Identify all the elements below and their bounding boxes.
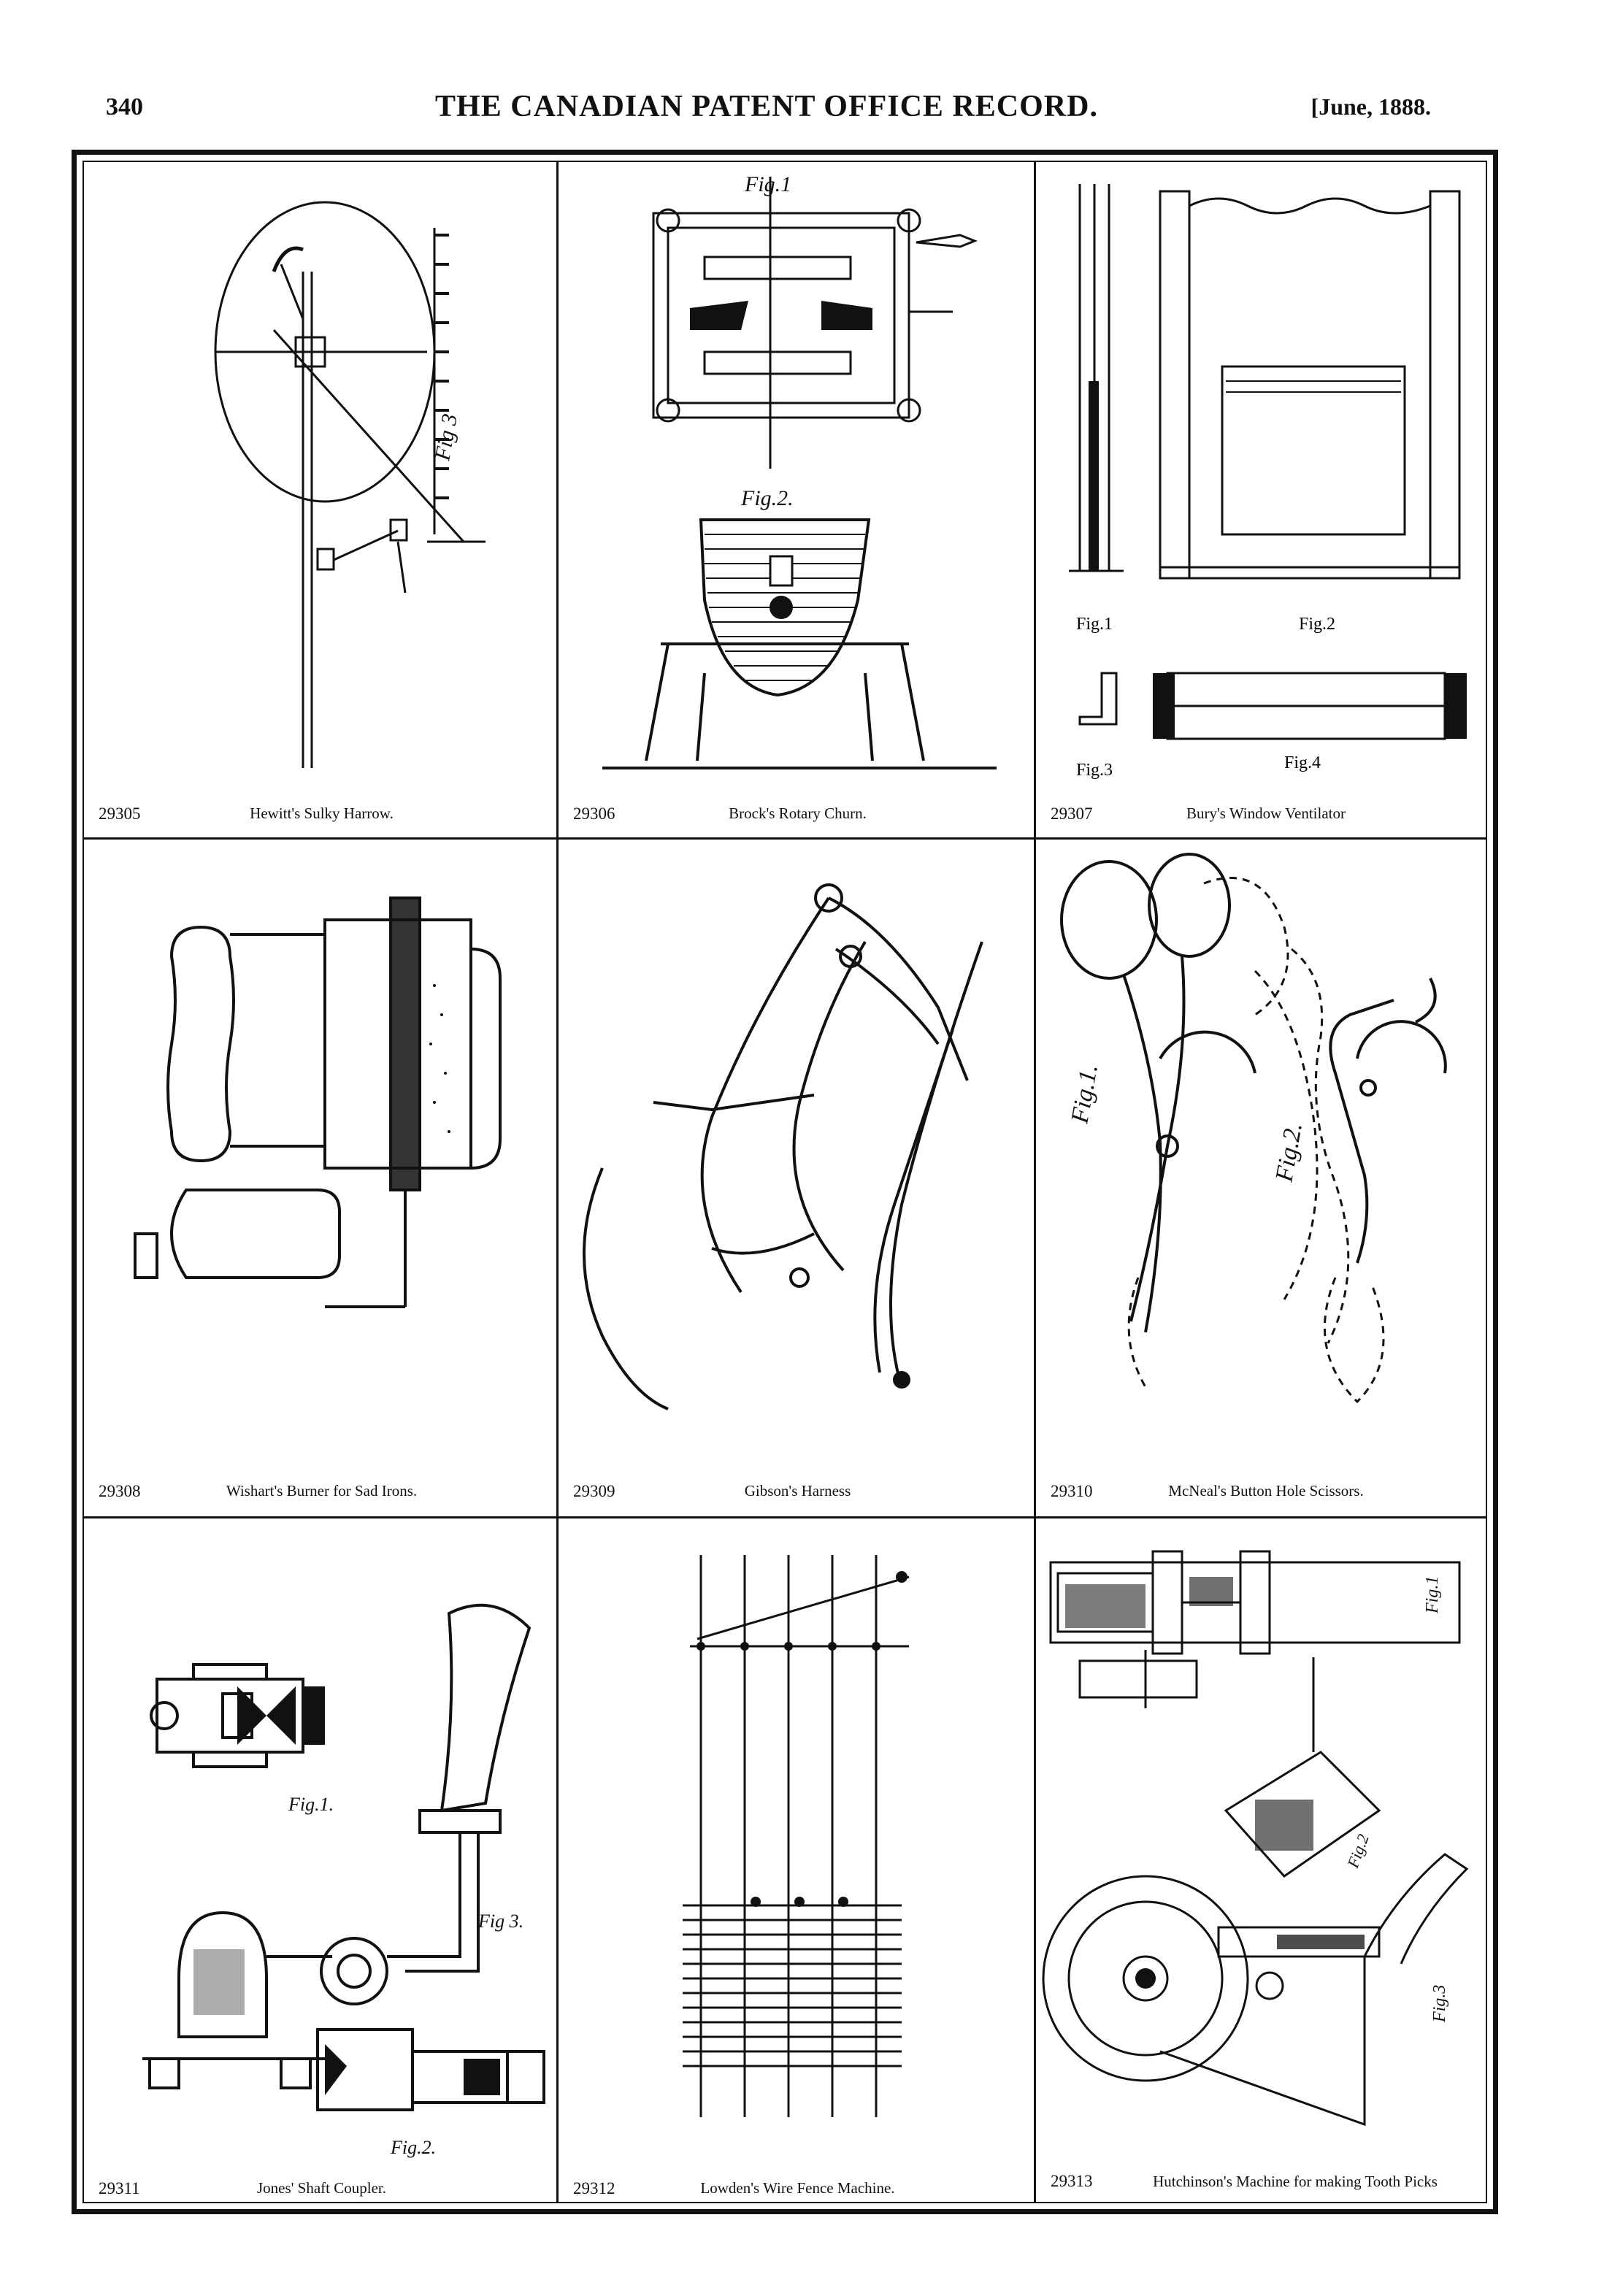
scissors-fig1-label: Fig.1. [1066, 1062, 1103, 1126]
patent-name: Wishart's Burner for Sad Irons. [226, 1482, 418, 1500]
patent-name: Lowden's Wire Fence Machine. [700, 2179, 895, 2197]
patent-name: Brock's Rotary Churn. [729, 805, 867, 822]
ventilator-fig3-label: Fig.3 [1076, 761, 1113, 780]
harness-drawing [583, 883, 983, 1410]
ventilator-fig4-label: Fig.4 [1284, 753, 1321, 772]
patent-cell-wire-fence-machine: 29312 Lowden's Wire Fence Machine. [559, 1518, 1034, 2212]
grid-divider-vertical-2 [1034, 162, 1036, 2202]
sulky-harrow-drawing: Fig 3 [214, 201, 486, 768]
patent-number: 29313 [1051, 2172, 1093, 2190]
wire-fence-machine-drawing [683, 1555, 910, 2117]
patent-number: 29306 [573, 805, 615, 823]
ventilator-fig1-label: Fig.1 [1076, 615, 1113, 634]
patent-name: Bury's Window Ventilator [1186, 805, 1346, 822]
shaft-coupler-drawing: Fig.1. Fig.2. Fig 3. [142, 1603, 545, 2158]
churn-fig1-label: Fig.1 [744, 172, 791, 196]
illustration-plate: Fig 3 29305 Hewitt's Sulky Harrow. Fig.1 [72, 150, 1498, 2214]
button-hole-scissors-drawing: Fig.1. Fig.2. [1060, 853, 1447, 1404]
tooth-pick-fig1-label: Fig.1 [1423, 1576, 1442, 1614]
patent-cell-window-ventilator: Fig.1 Fig.2 Fig.3 Fig.4 29307 Bury's Win… [1036, 162, 1493, 837]
tooth-pick-fig3-label: Fig.3 [1430, 1985, 1449, 2023]
patent-name: Gibson's Harness [744, 1482, 851, 1500]
tooth-pick-machine-drawing: Fig.1 Fig.2 Fig.3 [1042, 1550, 1469, 2127]
grid-divider-horizontal-1 [84, 837, 1486, 840]
grid-divider-vertical-1 [556, 162, 559, 2202]
churn-fig2-label: Fig.2. [740, 486, 794, 510]
patent-number: 29308 [99, 1482, 141, 1500]
patent-number: 29311 [99, 2179, 140, 2197]
publication-title: THE CANADIAN PATENT OFFICE RECORD. [435, 90, 1098, 123]
patent-number: 29305 [99, 805, 141, 823]
patent-name: Jones' Shaft Coupler. [256, 2179, 387, 2197]
patent-name: Hutchinson's Machine for making Tooth Pi… [1153, 2173, 1438, 2190]
patent-number: 29309 [573, 1482, 615, 1500]
patent-number: 29312 [573, 2179, 615, 2197]
patent-cell-rotary-churn: Fig.1 Fig.2. [559, 162, 1034, 837]
sad-iron-burner-drawing [134, 896, 502, 1308]
patent-cell-harness: 29309 Gibson's Harness [559, 840, 1034, 1516]
ventilator-fig2-label: Fig.2 [1299, 615, 1335, 634]
tooth-pick-fig2-label: Fig.2 [1343, 1832, 1373, 1871]
coupler-fig1-label: Fig.1. [288, 1794, 334, 1815]
scissors-fig2-label: Fig.2. [1270, 1121, 1308, 1184]
patent-cell-sad-iron-burner: 29308 Wishart's Burner for Sad Irons. [84, 840, 556, 1516]
page-header: 340 THE CANADIAN PATENT OFFICE RECORD. [… [95, 88, 1438, 131]
patent-cell-shaft-coupler: Fig.1. Fig.2. Fig 3. 29311 Jones' Shaft … [84, 1518, 556, 2212]
page-number: 340 [106, 93, 143, 120]
patent-cell-tooth-pick-machine: Fig.1 Fig.2 Fig.3 29313 Hutchinson's Mac… [1036, 1518, 1493, 2212]
patent-number: 29307 [1051, 805, 1093, 823]
patent-name: Hewitt's Sulky Harrow. [250, 805, 394, 822]
patent-cell-sulky-harrow: Fig 3 29305 Hewitt's Sulky Harrow. [84, 162, 556, 837]
grid-divider-horizontal-2 [84, 1516, 1486, 1518]
coupler-fig2-label: Fig.2. [390, 2137, 436, 2158]
patent-cell-button-hole-scissors: Fig.1. Fig.2. 29310 McNeal's Button Hole… [1036, 840, 1493, 1516]
coupler-fig3-label: Fig 3. [477, 1911, 523, 1932]
window-ventilator-drawing: Fig.1 Fig.2 Fig.3 Fig.4 [1069, 184, 1467, 780]
issue-date: [June, 1888. [1311, 93, 1431, 120]
patent-number: 29310 [1051, 1482, 1093, 1500]
plate-inner-border: Fig 3 29305 Hewitt's Sulky Harrow. Fig.1 [82, 161, 1487, 2203]
rotary-churn-drawing: Fig.1 Fig.2. [602, 172, 997, 769]
patent-name: McNeal's Button Hole Scissors. [1168, 1482, 1364, 1500]
